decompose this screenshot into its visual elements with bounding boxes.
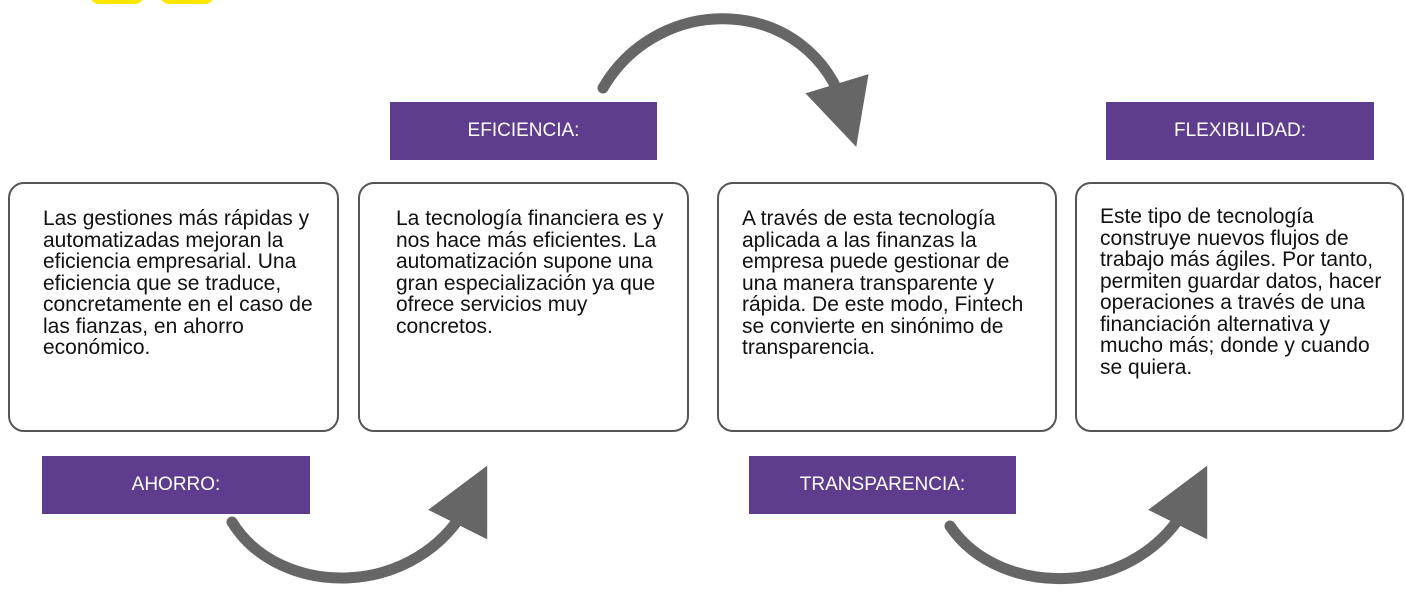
logo-fragment	[91, 0, 213, 4]
card-eficiencia: La tecnología financiera es y nos hace m…	[358, 182, 689, 432]
flexibilidad-label: FLEXIBILIDAD:	[1106, 102, 1374, 160]
curved-arrow-icon	[597, 13, 869, 147]
card-ahorro-text: Las gestiones más rápidas y automatizada…	[43, 207, 313, 359]
card-transparencia-text: A través de esta tecnología aplicada a l…	[742, 207, 1024, 359]
card-eficiencia-text: La tecnología financiera es y nos hace m…	[396, 207, 664, 338]
ahorro-label: AHORRO:	[42, 456, 310, 514]
card-transparencia: A través de esta tecnología aplicada a l…	[717, 182, 1057, 432]
transparencia-label: TRANSPARENCIA:	[749, 456, 1016, 514]
eficiencia-label: EFICIENCIA:	[390, 102, 657, 160]
card-ahorro: Las gestiones más rápidas y automatizada…	[8, 182, 339, 432]
card-flexibilidad: Este tipo de tecnología construye nuevos…	[1075, 182, 1404, 432]
card-flexibilidad-text: Este tipo de tecnología construye nuevos…	[1100, 205, 1382, 379]
